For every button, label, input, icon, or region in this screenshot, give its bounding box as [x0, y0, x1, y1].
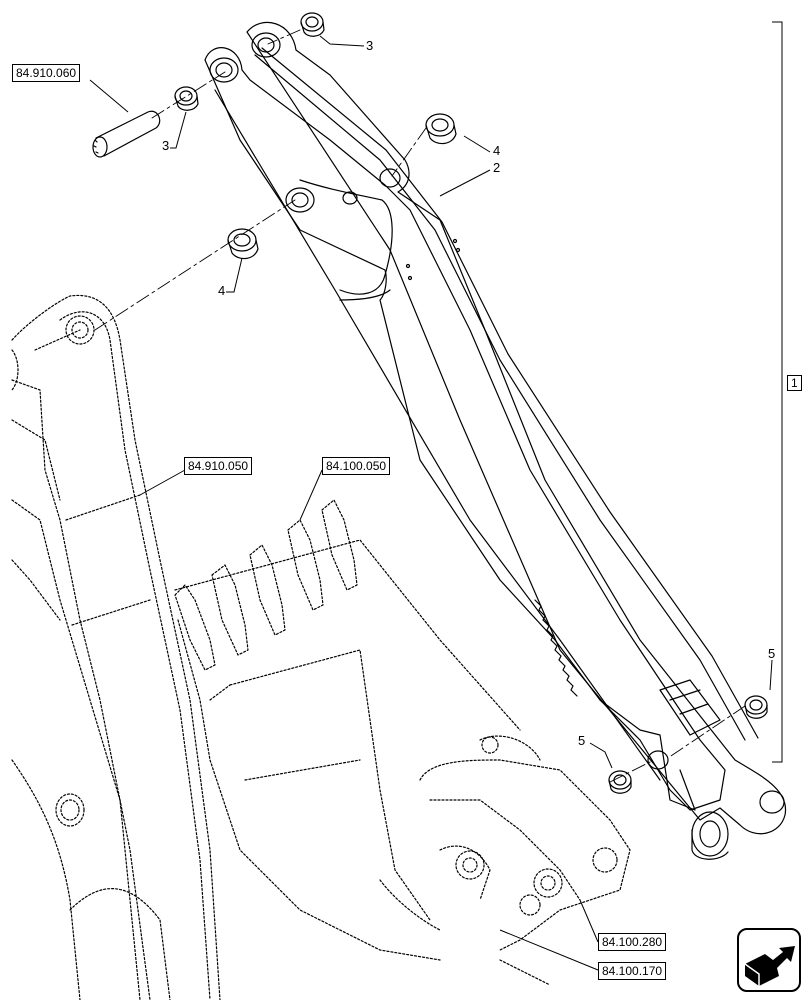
callout-spacer-lower-right: 5	[768, 646, 776, 661]
callout-spacer-left: 4	[218, 283, 226, 298]
arm-reference-label[interactable]: 84.910.050	[184, 457, 253, 475]
link-reference-label-a[interactable]: 84.100.280	[598, 933, 667, 951]
assembly-label: 1	[787, 375, 802, 391]
view-arrow-glyph	[744, 946, 795, 986]
dipper-arm	[11, 294, 221, 1000]
callout-link: 2	[493, 160, 501, 175]
link-arm	[204, 21, 787, 860]
pin-reference-label[interactable]: 84.910.060	[12, 64, 81, 82]
spacer-lower-left	[608, 770, 632, 794]
alignment-lines	[94, 29, 746, 783]
spacer-right	[425, 113, 457, 145]
callout-spacer-lower-left: 5	[578, 733, 586, 748]
bushing-top	[300, 12, 325, 37]
bucket	[174, 499, 631, 986]
bushing-left	[174, 86, 199, 111]
leader-lines	[89, 21, 783, 971]
callout-bushing-left: 3	[162, 138, 170, 153]
callout-spacer-right: 4	[493, 143, 501, 158]
view-arrow-icon[interactable]	[737, 928, 801, 992]
bucket-reference-label[interactable]: 84.100.050	[322, 457, 391, 475]
pin	[92, 110, 161, 158]
spacer-lower-right	[744, 695, 768, 719]
link-reference-label-b[interactable]: 84.100.170	[598, 962, 667, 980]
callout-bushing-top: 3	[366, 38, 374, 53]
